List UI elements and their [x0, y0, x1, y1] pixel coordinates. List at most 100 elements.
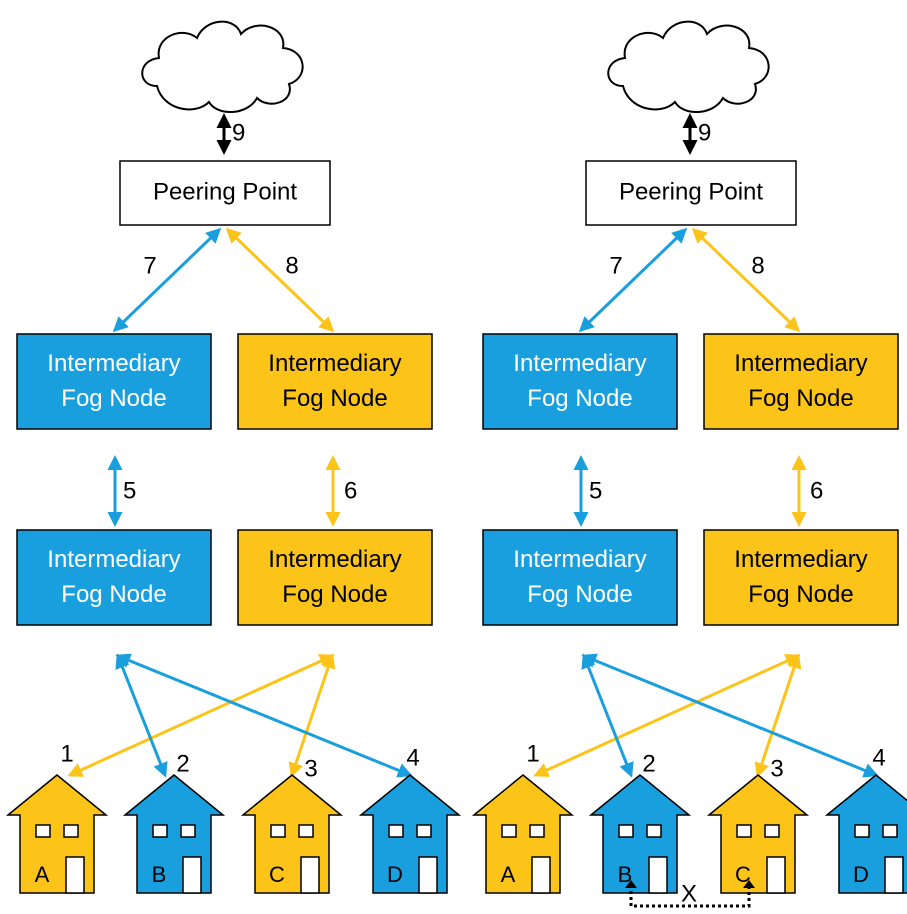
peering-point-label: Peering Point — [619, 178, 763, 205]
window-icon — [63, 824, 79, 838]
house-number-1: 1 — [60, 740, 73, 767]
fog-node-gold-bottom-box — [703, 529, 899, 626]
link-5-label: 5 — [589, 477, 602, 504]
fog-node-gold-top-line-1: Intermediary — [268, 350, 401, 377]
house-c-house-icon — [240, 774, 344, 894]
link-5-label: 5 — [123, 477, 136, 504]
window-icon — [854, 824, 870, 838]
house-d-letter: D — [853, 862, 869, 887]
house-c-letter: C — [735, 862, 751, 887]
window-icon — [298, 824, 314, 838]
house-a-house-icon — [5, 774, 109, 894]
cloud-link-label: 9 — [232, 119, 245, 146]
fog-node-gold-bottom-line-2: Fog Node — [748, 581, 853, 608]
house-link-1-arrow — [533, 654, 801, 777]
fog-node-gold-bottom-line-2: Fog Node — [282, 581, 387, 608]
peering-point-box — [585, 160, 797, 226]
dotted-link-line — [629, 885, 751, 908]
fog-node-gold-top-line-2: Fog Node — [282, 385, 387, 412]
door-icon — [884, 856, 904, 894]
peering-point: Peering Point — [585, 160, 797, 226]
house-link-1-arrow — [67, 654, 335, 777]
house-number-3: 3 — [304, 755, 317, 782]
fog-node-blue-bottom-line-2: Fog Node — [61, 581, 166, 608]
window-icon — [35, 824, 51, 838]
house-a-house-icon — [471, 774, 575, 894]
house-b-house-icon — [122, 774, 226, 894]
window-icon — [152, 824, 168, 838]
house-b-letter: B — [618, 862, 633, 887]
peering-point-label: Peering Point — [153, 178, 297, 205]
house-a: A — [5, 774, 109, 894]
window-icon — [646, 824, 662, 838]
fog-node-blue-bottom-box — [16, 529, 212, 626]
house-d-house-icon — [358, 774, 462, 894]
fog-node-blue-top-line-1: Intermediary — [47, 350, 180, 377]
fog-node-blue-top-box — [482, 333, 678, 430]
link-8-label: 8 — [285, 252, 298, 279]
window-icon — [416, 824, 432, 838]
fog-node-blue-top-line-1: Intermediary — [513, 350, 646, 377]
house-number-2: 2 — [176, 750, 189, 777]
door-icon — [531, 856, 551, 894]
window-icon — [270, 824, 286, 838]
door-icon — [65, 856, 85, 894]
house-b-letter: B — [152, 862, 167, 887]
fog-node-gold-bottom-box — [237, 529, 433, 626]
link-8-arrow — [691, 227, 801, 333]
house-d-letter: D — [387, 862, 403, 887]
fog-node-blue-top-line-2: Fog Node — [527, 385, 632, 412]
house-link-4-arrow — [581, 653, 879, 778]
house-a-letter: A — [501, 862, 516, 887]
door-icon — [300, 856, 320, 894]
house-a: A — [471, 774, 575, 894]
link-7-label: 7 — [609, 252, 622, 279]
fog-node-blue-top-line-2: Fog Node — [61, 385, 166, 412]
house-b: B — [122, 774, 226, 894]
window-icon — [618, 824, 634, 838]
link-6-label: 6 — [810, 477, 823, 504]
link-7-label: 7 — [143, 252, 156, 279]
house-c-letter: C — [269, 862, 285, 887]
fog-node-blue-top-box — [16, 333, 212, 430]
house-number-1: 1 — [526, 740, 539, 767]
fog-node-gold-top-line-2: Fog Node — [748, 385, 853, 412]
window-icon — [764, 824, 780, 838]
peering-point: Peering Point — [119, 160, 331, 226]
link-6-label: 6 — [344, 477, 357, 504]
window-icon — [180, 824, 196, 838]
house-number-4: 4 — [406, 744, 419, 771]
house-c: C — [240, 774, 344, 894]
fog-node-gold-top-box — [703, 333, 899, 430]
peering-point-box — [119, 160, 331, 226]
window-icon — [882, 824, 898, 838]
house-c-house-icon — [706, 774, 810, 894]
house-d: D — [824, 774, 907, 894]
fog-node-blue-bottom-box — [482, 529, 678, 626]
house-d: D — [358, 774, 462, 894]
window-icon — [501, 824, 517, 838]
door-icon — [182, 856, 202, 894]
link-8-arrow — [225, 227, 335, 333]
fog-node-blue-bottom-line-1: Intermediary — [47, 546, 180, 573]
link-8-label: 8 — [751, 252, 764, 279]
door-icon — [648, 856, 668, 894]
blocked-link-label: X — [681, 880, 697, 907]
window-icon — [736, 824, 752, 838]
fog-node-blue-bottom-line-1: Intermediary — [513, 546, 646, 573]
house-number-2: 2 — [642, 750, 655, 777]
house-c: C — [706, 774, 810, 894]
cloud-icon — [141, 20, 304, 114]
door-icon — [418, 856, 438, 894]
link-7-arrow — [112, 227, 222, 333]
house-b-house-icon — [588, 774, 692, 894]
